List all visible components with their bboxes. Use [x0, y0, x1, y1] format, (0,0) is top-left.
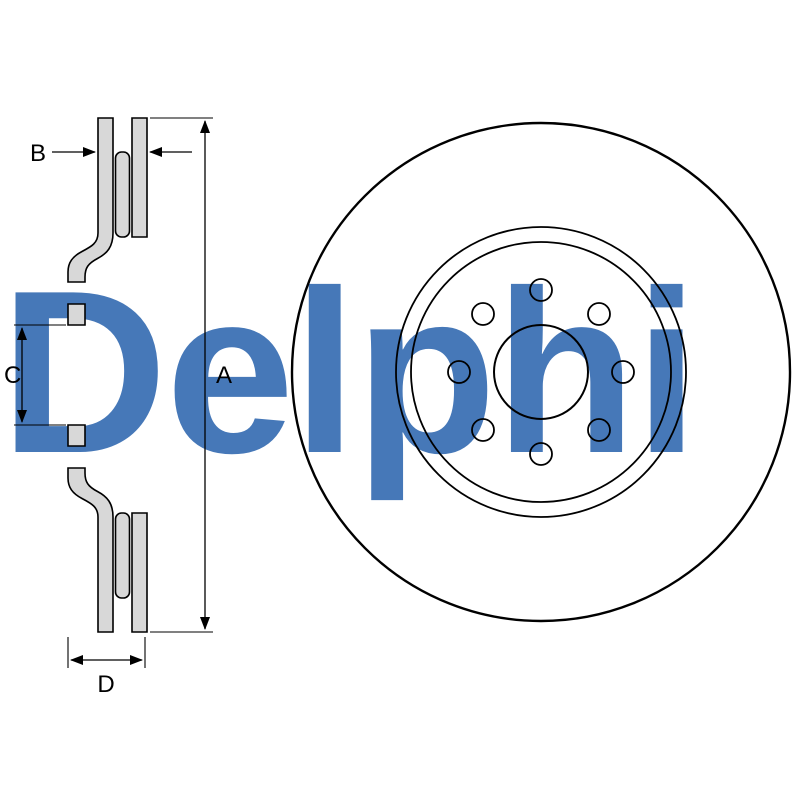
section-top-plate-and-neck	[67, 117, 114, 283]
bolt-hole-circle	[587, 302, 611, 326]
bolt-hole-circle	[471, 418, 495, 442]
dim-c-label: C	[4, 362, 21, 389]
section-top-outer-plate	[131, 117, 148, 238]
dim-b-label: B	[30, 140, 46, 167]
dim-d-label: D	[97, 671, 114, 698]
bolt-hole-circle	[447, 360, 471, 384]
section-view	[67, 117, 148, 633]
dim-a-label: A	[216, 362, 232, 389]
bolt-hole-circle	[529, 442, 553, 466]
outer-diameter-circle	[290, 121, 792, 623]
dimension-annotations: A B C D	[4, 117, 232, 698]
section-top-vane	[114, 151, 131, 238]
hat-ring-outer-circle	[395, 226, 687, 518]
section-bottom-vane	[114, 512, 131, 599]
bolt-hole-circle	[471, 302, 495, 326]
section-flange-top	[67, 303, 86, 326]
section-flange-bottom	[67, 424, 86, 447]
hat-ring-inner-circle	[410, 241, 672, 503]
section-bottom-outer-plate	[131, 512, 148, 633]
bolt-hole-circle	[587, 418, 611, 442]
bolt-hole-circle	[529, 278, 553, 302]
bolt-hole-circle	[611, 360, 635, 384]
front-view	[290, 121, 792, 623]
delphi-watermark: Delphi	[0, 243, 697, 502]
section-bottom-plate-and-neck	[67, 467, 114, 633]
center-bore-circle	[493, 324, 589, 420]
